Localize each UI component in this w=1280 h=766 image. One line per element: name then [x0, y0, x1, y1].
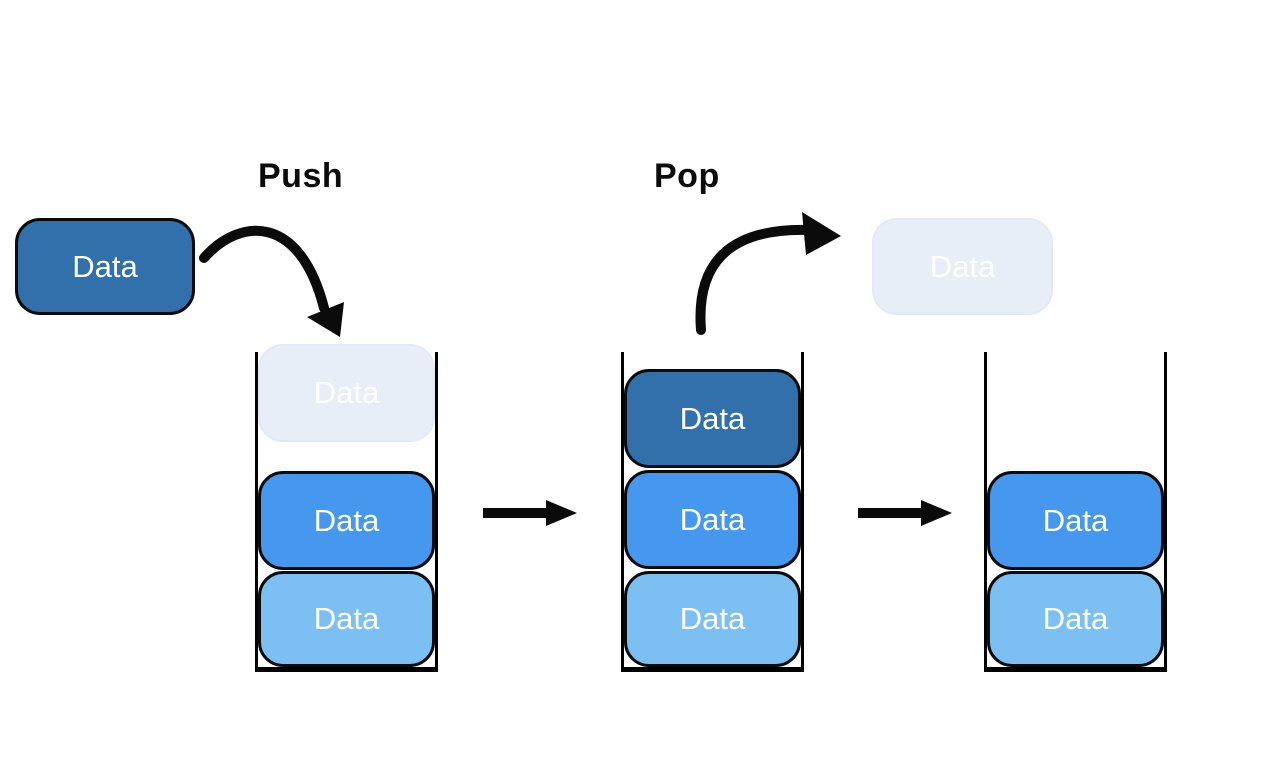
transition-arrow-2	[858, 500, 952, 526]
stack-item-label: Data	[313, 601, 380, 636]
stack-item-ghost: Data	[258, 344, 435, 442]
stack-item-label: Data	[679, 501, 746, 537]
stack-item: Data	[258, 571, 435, 667]
stack-before-push: Data Data Data	[255, 344, 438, 672]
push-input-label: Data	[72, 248, 138, 284]
pop-output-label: Data	[929, 248, 996, 284]
push-arrow	[199, 225, 344, 337]
stack-item-label: Data	[313, 375, 380, 410]
stack-item: Data	[624, 470, 801, 569]
stack-item: Data	[624, 571, 801, 667]
pop-arrow	[695, 212, 841, 335]
pop-output-box: Data	[872, 218, 1053, 315]
stack-item: Data	[987, 471, 1164, 570]
stack-item-label: Data	[313, 502, 380, 538]
transition-arrow-1	[483, 500, 577, 526]
stack-after-push: Data Data Data	[621, 352, 804, 672]
pop-label: Pop	[654, 157, 720, 195]
stack-item-label: Data	[1042, 601, 1109, 636]
stack-after-pop: Data Data	[984, 352, 1167, 672]
push-label: Push	[258, 157, 344, 195]
stack-item-label: Data	[1042, 502, 1109, 538]
stack-item-label: Data	[679, 400, 746, 436]
stack-item: Data	[987, 571, 1164, 667]
stack-item-top: Data	[624, 369, 801, 468]
push-input-box: Data	[15, 218, 195, 315]
stack-item-label: Data	[679, 601, 746, 636]
stack-item: Data	[258, 471, 435, 570]
